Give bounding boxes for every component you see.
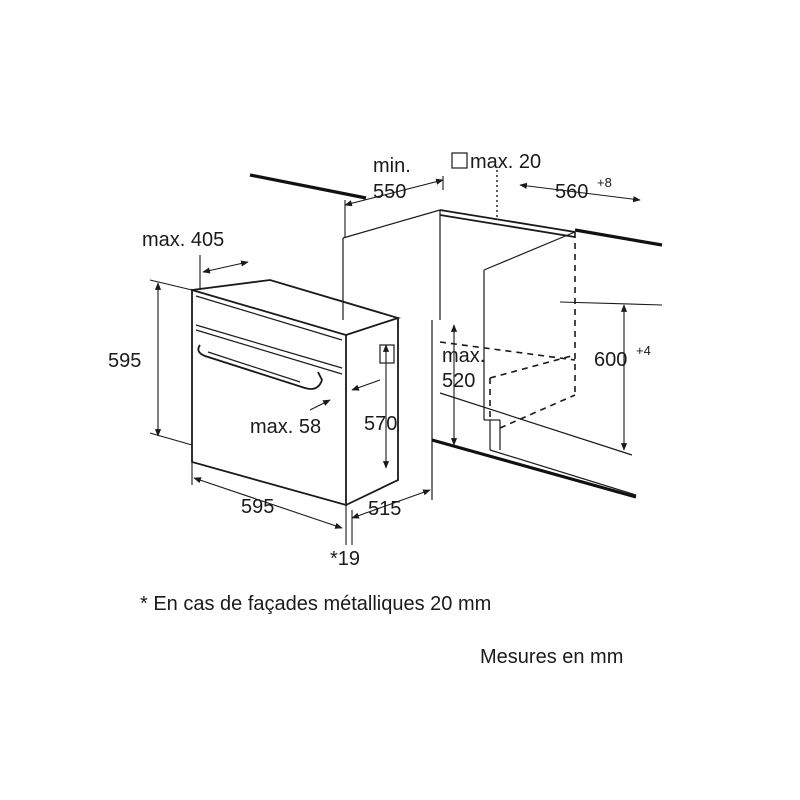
units-note: Mesures en mm [480,646,623,668]
label-560-tolerance: +8 [597,175,612,190]
footnote: * En cas de façades métalliques 20 mm [140,593,491,615]
cabinet-niche [342,209,637,500]
label-min-550-l1: min. [373,155,411,177]
label-570: 570 [364,413,397,435]
label-600: 600 [594,349,627,371]
label-600-tolerance: +4 [636,343,651,358]
label-595-height: 595 [108,350,141,372]
oven [191,279,402,507]
label-max-58: max. 58 [250,416,321,438]
dimension-lines [149,176,663,545]
label-560: 560 [555,181,588,203]
label-max-520-l2: 520 [442,370,475,392]
label-min-550-l2: 550 [373,181,406,203]
label-max-520-l1: max. [442,345,485,367]
label-max-20: max. 20 [470,151,541,173]
ventilation-cutout [439,170,576,429]
label-max-405: max. 405 [142,229,224,251]
label-515: 515 [368,498,401,520]
label-595-width: 595 [241,496,274,518]
square-symbol-icon [451,152,468,169]
label-star-19: *19 [330,548,360,570]
